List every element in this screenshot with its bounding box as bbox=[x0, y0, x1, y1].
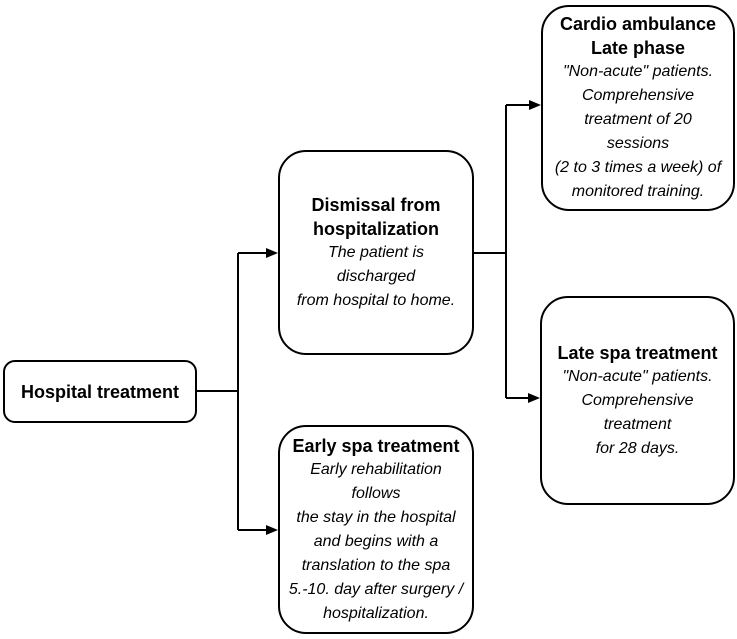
node-title: Early spa treatment bbox=[292, 435, 460, 456]
node-hospital-treatment: Hospital treatment bbox=[3, 360, 197, 423]
node-late-spa-treatment: Late spa treatment "Non-acute" patients.… bbox=[540, 296, 735, 505]
node-description: "Non-acute" patients. Comprehensive trea… bbox=[554, 63, 722, 200]
node-title: Hospital treatment bbox=[20, 381, 180, 402]
node-title: Late spa treatment bbox=[557, 342, 718, 363]
node-description: "Non-acute" patients. Comprehensive trea… bbox=[562, 367, 713, 457]
node-description: The patient is discharged from hospital … bbox=[296, 243, 456, 309]
node-title: Dismissal from hospitalization bbox=[311, 194, 441, 239]
node-dismissal-from-hospitalization: Dismissal from hospitalization The patie… bbox=[278, 150, 474, 355]
node-early-spa-treatment: Early spa treatment Early rehabilitation… bbox=[278, 425, 474, 634]
node-cardio-ambulance-late-phase: Cardio ambulance Late phase "Non-acute" … bbox=[541, 5, 735, 211]
node-description: Early rehabilitation follows the stay in… bbox=[288, 460, 464, 622]
node-title: Cardio ambulance Late phase bbox=[559, 14, 717, 58]
